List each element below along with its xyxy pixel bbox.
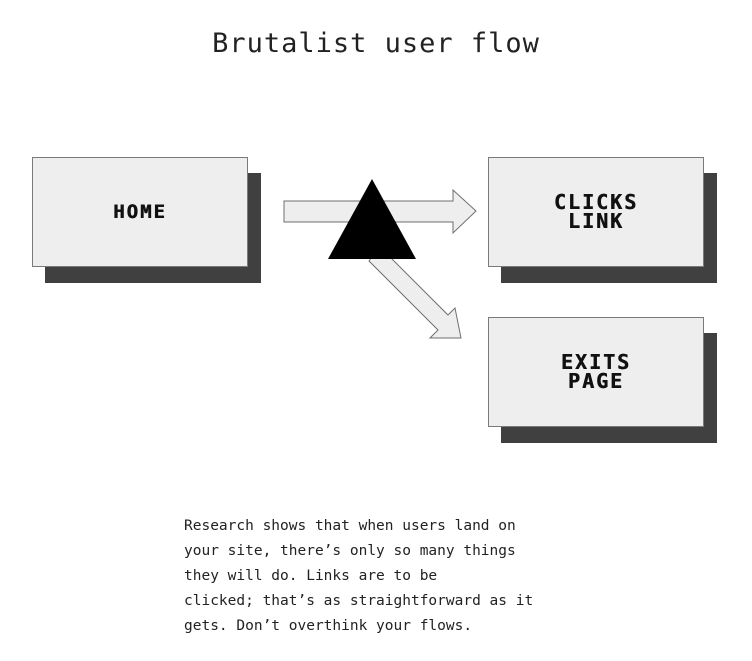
- node-exits-page-label: EXITS PAGE: [560, 350, 632, 393]
- body-line: your site, there’s only so many things: [184, 543, 516, 559]
- page-title: Brutalist user flow: [212, 28, 540, 59]
- body-line: gets. Don’t overthink your flows.: [184, 618, 473, 634]
- node-clicks-link-box: CLICKS LINK: [488, 157, 704, 267]
- node-clicks-link: CLICKS LINK: [488, 157, 717, 283]
- node-clicks-link-label: CLICKS LINK: [553, 190, 639, 233]
- body-paragraph: Research shows that when users land on y…: [184, 514, 564, 639]
- body-line: clicked; that’s as straightforward as it: [184, 593, 534, 609]
- node-home: HOME: [32, 157, 261, 283]
- node-home-label: HOME: [113, 200, 167, 223]
- body-line: they will do. Links are to be: [184, 568, 438, 584]
- triangle-icon: [328, 179, 416, 259]
- node-exits-page-box: EXITS PAGE: [488, 317, 704, 427]
- node-exits-page: EXITS PAGE: [488, 317, 717, 443]
- arrow-to-exits-page: [368, 245, 462, 339]
- node-home-box: HOME: [32, 157, 248, 267]
- arrow-to-clicks-link: [283, 188, 477, 235]
- body-line: Research shows that when users land on: [184, 518, 516, 534]
